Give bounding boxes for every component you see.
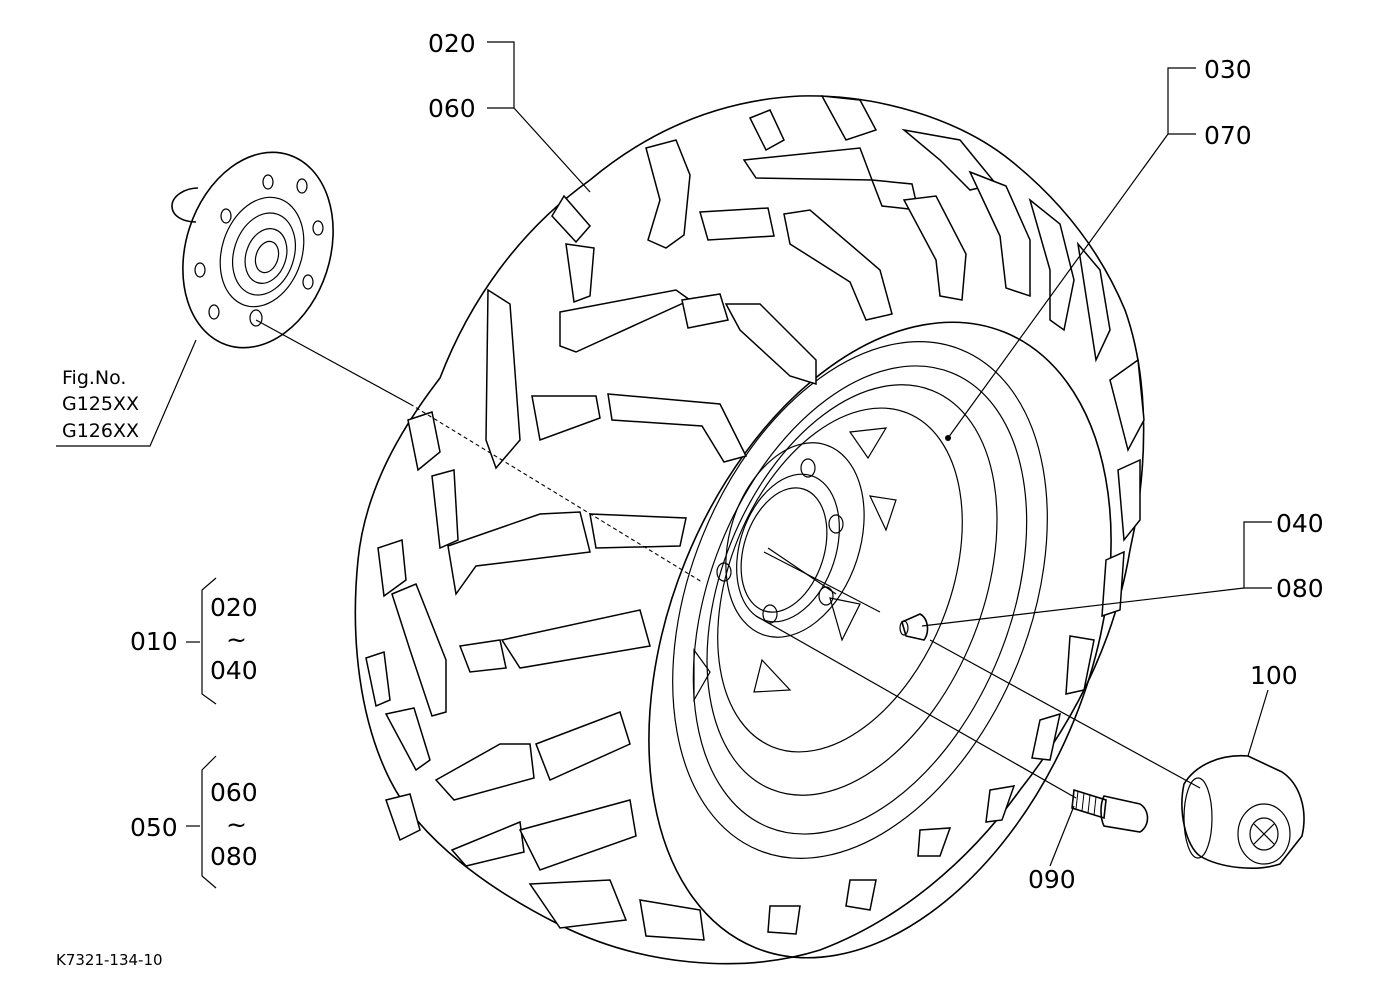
- label-090: 090: [1028, 865, 1076, 894]
- label-060: 060: [428, 94, 476, 123]
- label-030: 030: [1204, 55, 1252, 84]
- group-010-head: 010: [130, 627, 178, 656]
- label-080: 080: [1276, 574, 1324, 603]
- wheel-hub: [171, 151, 334, 349]
- group-050-head: 050: [130, 813, 178, 842]
- valve-stem: [899, 613, 929, 641]
- label-070: 070: [1204, 121, 1252, 150]
- leader-lines: [56, 41, 1272, 889]
- group-010-from: 020: [210, 593, 258, 622]
- drawing-code: K7321-134-10: [56, 951, 163, 969]
- group-050-tilde: ~: [226, 810, 247, 839]
- fig-number-b: G126XX: [62, 420, 139, 442]
- callout-labels: 020 060 030 070 040 080 100 090 Fig.No. …: [56, 29, 1324, 969]
- fig-number-a: G125XX: [62, 393, 139, 415]
- group-050-to: 080: [210, 842, 258, 871]
- wheel-bolt: [1071, 788, 1149, 833]
- label-100: 100: [1250, 661, 1298, 690]
- group-010-tilde: ~: [226, 625, 247, 654]
- fig-title: Fig.No.: [62, 367, 126, 389]
- group-050-from: 060: [210, 778, 258, 807]
- label-040: 040: [1276, 509, 1324, 538]
- label-020: 020: [428, 29, 476, 58]
- hub-cap: [1181, 754, 1305, 869]
- tire: [354, 95, 1145, 965]
- group-010-to: 040: [210, 656, 258, 685]
